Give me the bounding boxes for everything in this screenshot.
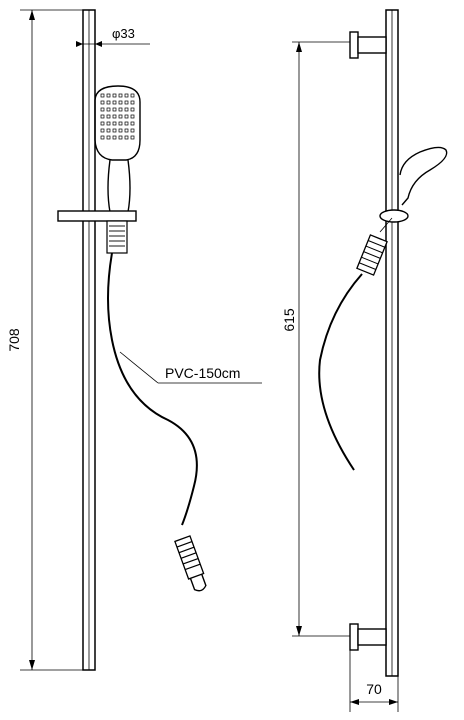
nozzle [106,107,111,112]
diameter-dimension: φ33 [76,26,150,47]
width-dimension-70: 70 [349,650,399,712]
nozzle [118,107,123,112]
height-label-708: 708 [6,328,22,352]
hose-label: PVC-150cm [165,365,240,381]
nozzle [130,93,135,98]
nozzle [118,128,123,133]
nozzle [100,128,105,133]
nozzle [112,128,117,133]
nozzle [100,114,105,119]
nozzle [106,128,111,133]
hand-shower-side [379,146,448,223]
nozzle [130,128,135,133]
nozzle [106,100,111,105]
nozzle [112,100,117,105]
slider-holder [57,210,137,254]
hose [107,252,198,526]
nozzle [130,121,135,126]
height-label-615: 615 [281,308,297,332]
height-dimension-708: 708 [6,9,90,671]
nozzle [100,135,105,140]
nozzle [130,135,135,140]
nozzle [124,128,129,133]
nozzle [112,121,117,126]
diameter-label: φ33 [112,26,135,41]
nozzle [118,121,123,126]
left-view: 708 φ33 [6,9,262,671]
top-wall-bracket [349,31,387,59]
slide-rail [82,9,96,671]
nozzle [124,121,129,126]
nozzle [130,100,135,105]
nozzle [112,93,117,98]
hose-end-fitting [174,535,207,592]
hose-label-leader: PVC-150cm [119,351,262,384]
side-hose [318,273,363,471]
width-label-70: 70 [366,681,382,697]
nozzle [124,93,129,98]
nozzle [124,114,129,119]
spray-nozzles [100,93,135,140]
nozzle [124,135,129,140]
nozzle [112,107,117,112]
nozzle [106,121,111,126]
nozzle [124,107,129,112]
nozzle [106,93,111,98]
nozzle [100,93,105,98]
nozzle [118,100,123,105]
nozzle [130,114,135,119]
right-view: 615 [281,9,448,712]
nozzle [112,114,117,119]
nozzle [130,107,135,112]
bottom-wall-bracket [349,623,387,651]
nozzle [100,100,105,105]
nozzle [118,114,123,119]
nozzle [124,100,129,105]
nozzle [112,135,117,140]
nozzle [106,135,111,140]
nozzle [100,121,105,126]
side-holder [356,234,388,276]
height-dimension-615: 615 [281,41,358,637]
nozzle [106,114,111,119]
nozzle [118,135,123,140]
nozzle [118,93,123,98]
nozzle [100,107,105,112]
side-rail [385,9,399,677]
hand-shower [94,85,141,213]
